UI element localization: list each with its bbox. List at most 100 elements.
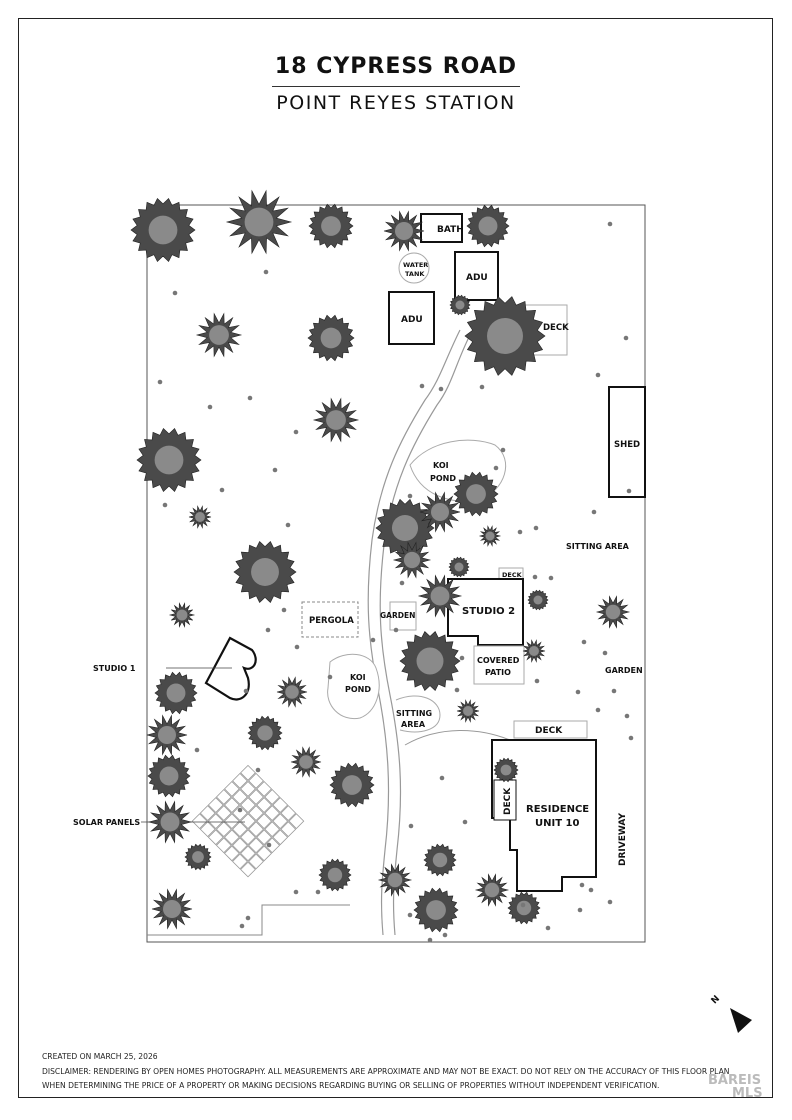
plant-dot bbox=[595, 372, 601, 378]
koi-pond-2-outline bbox=[327, 653, 380, 720]
adu-building-1 bbox=[388, 291, 435, 345]
solar-panel-cell bbox=[232, 805, 248, 822]
shrub-icon bbox=[478, 525, 502, 547]
tree-icon bbox=[423, 843, 457, 877]
plant-dot bbox=[628, 735, 634, 741]
solar-panel-cell bbox=[272, 797, 289, 813]
residence-side-deck-label: DECK bbox=[503, 787, 513, 815]
shrub-icon bbox=[225, 189, 293, 255]
sitting-area-2-label-1: SITTING bbox=[396, 709, 432, 718]
tree-icon bbox=[136, 428, 202, 492]
koi-pond-1-outline bbox=[409, 439, 507, 502]
tree-icon bbox=[329, 762, 375, 808]
solar-panel-cell bbox=[256, 829, 273, 846]
plant-dot bbox=[591, 509, 597, 515]
solar-panel-cell bbox=[232, 853, 248, 870]
plant-dot bbox=[247, 395, 253, 401]
solar-panel-cell bbox=[256, 780, 273, 797]
tree-icon bbox=[233, 541, 297, 603]
koi-pond-2-label-1: KOI bbox=[350, 673, 366, 682]
plant-dot bbox=[408, 823, 414, 829]
solar-panel-cell bbox=[232, 772, 248, 789]
plant-dot bbox=[454, 687, 460, 693]
shrub-icon bbox=[392, 541, 432, 579]
vegetation bbox=[130, 189, 634, 943]
shrub-icon bbox=[595, 595, 631, 629]
plant-dot bbox=[266, 842, 272, 848]
shrub-icon bbox=[456, 699, 480, 723]
garden-1-label: GARDEN bbox=[380, 611, 415, 620]
solar-panel-cell bbox=[207, 797, 224, 813]
shrub-icon bbox=[312, 397, 360, 443]
tree-icon bbox=[448, 556, 470, 578]
tree-icon bbox=[449, 294, 471, 316]
solar-panel-cell bbox=[240, 829, 256, 846]
plant-dot bbox=[255, 767, 261, 773]
solar-panel-cell bbox=[223, 813, 240, 830]
plant-dot bbox=[607, 221, 613, 227]
tree-icon bbox=[507, 891, 541, 925]
plant-dot bbox=[399, 580, 405, 586]
adu-1-label: ADU bbox=[401, 315, 423, 325]
shrub-icon bbox=[151, 888, 193, 930]
solar-panel-cell bbox=[223, 780, 240, 797]
shrub-icon bbox=[168, 602, 196, 628]
solar-panel-cell bbox=[240, 764, 256, 781]
solar-panel-cell bbox=[272, 829, 289, 846]
shrub-icon bbox=[417, 574, 463, 618]
plant-dot bbox=[588, 887, 594, 893]
title-divider bbox=[272, 86, 520, 87]
covered-patio bbox=[473, 645, 525, 685]
shrub-icon bbox=[195, 312, 243, 358]
tree-icon bbox=[399, 631, 461, 691]
plant-dot bbox=[393, 627, 399, 633]
residence-label-1: RESIDENCE bbox=[526, 804, 589, 815]
created-date: CREATED ON MARCH 25, 2026 bbox=[42, 1052, 158, 1061]
studio2-deck-label: DECK bbox=[502, 571, 523, 579]
shrub-icon bbox=[377, 863, 413, 897]
plant-dot bbox=[595, 707, 601, 713]
plant-dot bbox=[611, 688, 617, 694]
tree-icon bbox=[453, 471, 499, 517]
plant-dot bbox=[548, 575, 554, 581]
sitting-area-2-label-2: AREA bbox=[401, 720, 426, 729]
shrub-icon bbox=[419, 491, 461, 533]
shrub-icon bbox=[522, 639, 546, 663]
koi-pond-1-label-2: POND bbox=[430, 474, 456, 483]
property-city: POINT REYES STATION bbox=[276, 92, 516, 114]
water-tank-label-1: WATER bbox=[403, 261, 428, 269]
plant-dot bbox=[626, 488, 632, 494]
north-arrow-icon: N bbox=[710, 994, 752, 1033]
solar-panel-cell bbox=[248, 853, 264, 870]
watermark-line-2: MLS bbox=[732, 1086, 763, 1101]
water-tank-label-2: TANK bbox=[405, 270, 425, 278]
solar-panel-cell bbox=[240, 813, 256, 830]
plant-dot bbox=[623, 335, 629, 341]
shed-label: SHED bbox=[614, 440, 640, 450]
adu-deck-label: DECK bbox=[543, 323, 569, 333]
plant-dot bbox=[315, 889, 321, 895]
residence-top-deck bbox=[513, 720, 588, 739]
solar-panel-cell bbox=[248, 789, 264, 805]
plant-dot bbox=[479, 384, 485, 390]
plant-dot bbox=[579, 882, 585, 888]
sitting-area-1-label: SITTING AREA bbox=[566, 542, 630, 551]
disclaimer-line-2: WHEN DETERMINING THE PRICE OF A PROPERTY… bbox=[42, 1081, 660, 1090]
residence-walk bbox=[404, 730, 511, 746]
solar-panel-cell bbox=[264, 821, 281, 838]
plant-dot bbox=[439, 775, 445, 781]
tree-icon bbox=[154, 671, 198, 715]
plant-dot bbox=[517, 529, 523, 535]
shrub-icon bbox=[188, 505, 212, 529]
watermark-line-1: BAREIS bbox=[708, 1073, 762, 1088]
plant-dot bbox=[459, 655, 465, 661]
solar-panel-cell bbox=[215, 789, 232, 805]
plant-dot bbox=[427, 937, 433, 943]
plant-dot bbox=[243, 688, 249, 694]
mls-watermark: BAREIS MLS bbox=[708, 1074, 763, 1100]
plant-dot bbox=[294, 644, 300, 650]
tree-icon bbox=[527, 589, 549, 611]
plant-dot bbox=[520, 902, 526, 908]
pergola bbox=[301, 601, 359, 638]
plant-dot bbox=[533, 525, 539, 531]
